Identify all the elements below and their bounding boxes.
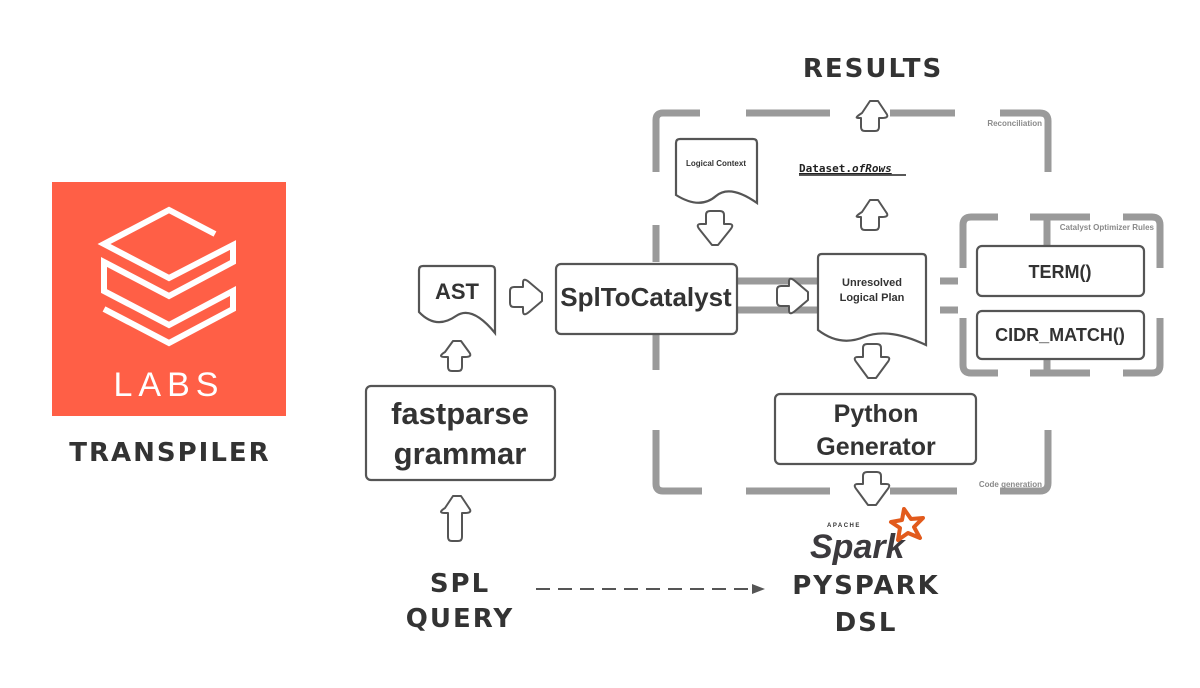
- plan-connector-lines: [738, 277, 818, 314]
- svg-text:CIDR_MATCH(): CIDR_MATCH(): [995, 325, 1125, 345]
- svg-text:TERM(): TERM(): [1029, 262, 1092, 282]
- term-rule-node: TERM(): [975, 244, 1146, 298]
- svg-text:Unresolved: Unresolved: [842, 277, 902, 289]
- spark-star-icon: [889, 507, 925, 542]
- pyspark-label-line2: DSL: [835, 608, 898, 638]
- spark-name-text: Spark: [810, 528, 907, 566]
- svg-text:Generator: Generator: [816, 433, 936, 461]
- group-label-catalyst-rules: Catalyst Optimizer Rules: [1060, 223, 1155, 232]
- svg-text:fastparse: fastparse: [391, 396, 529, 431]
- arrow-right-ast-to-catalyst: [509, 278, 543, 316]
- arrow-up-from-spl-query: [440, 495, 472, 542]
- group-label-reconciliation: Reconciliation: [987, 119, 1042, 128]
- svg-text:Logical Context: Logical Context: [686, 159, 746, 168]
- arrow-right-catalyst-to-plan: [776, 277, 809, 315]
- dashed-arrow-query-to-dsl: [536, 584, 765, 594]
- cidr-match-rule-node: CIDR_MATCH(): [975, 309, 1146, 361]
- spl-query-label-line2: QUERY: [406, 604, 514, 634]
- fastparse-grammar-node: fastparse grammar: [364, 384, 557, 482]
- group-label-code-generation: Code generation: [979, 480, 1042, 489]
- logical-context-node: Logical Context: [674, 137, 759, 206]
- dataset-of-rows-label: Dataset.ofRows: [799, 162, 892, 175]
- python-generator-node: Python Generator: [773, 392, 978, 466]
- spl-to-catalyst-node: SplToCatalyst: [554, 262, 739, 336]
- ast-node: AST: [417, 264, 497, 337]
- spark-apache-text: APACHE: [827, 523, 861, 529]
- labs-logo: LABS: [52, 182, 286, 416]
- group-code-generation: Code generation: [652, 430, 1052, 495]
- arrow-up-to-dataset: [855, 199, 889, 231]
- arrow-up-to-results: [855, 100, 889, 132]
- pyspark-label-line1: PYSPARK: [792, 571, 940, 601]
- results-label: RESULTS: [803, 54, 943, 84]
- apache-spark-logo: APACHE Spark: [810, 507, 925, 566]
- spl-query-label-line1: SPL: [430, 569, 490, 599]
- logo-labs-text: LABS: [114, 366, 225, 404]
- svg-text:SplToCatalyst: SplToCatalyst: [560, 282, 732, 312]
- svg-text:AST: AST: [435, 279, 480, 304]
- svg-text:grammar: grammar: [394, 436, 527, 471]
- arrow-down-from-logical-context: [696, 210, 734, 246]
- unresolved-logical-plan-node: Unresolved Logical Plan: [816, 252, 928, 347]
- svg-text:Python: Python: [834, 400, 919, 428]
- logo-caption: TRANSPILER: [69, 438, 270, 468]
- arrow-up-from-grammar: [440, 340, 472, 372]
- stacked-layers-icon: [97, 206, 236, 347]
- arrow-down-from-plan: [853, 343, 891, 379]
- svg-text:Logical Plan: Logical Plan: [840, 292, 905, 304]
- arrow-down-to-pyspark: [853, 471, 891, 506]
